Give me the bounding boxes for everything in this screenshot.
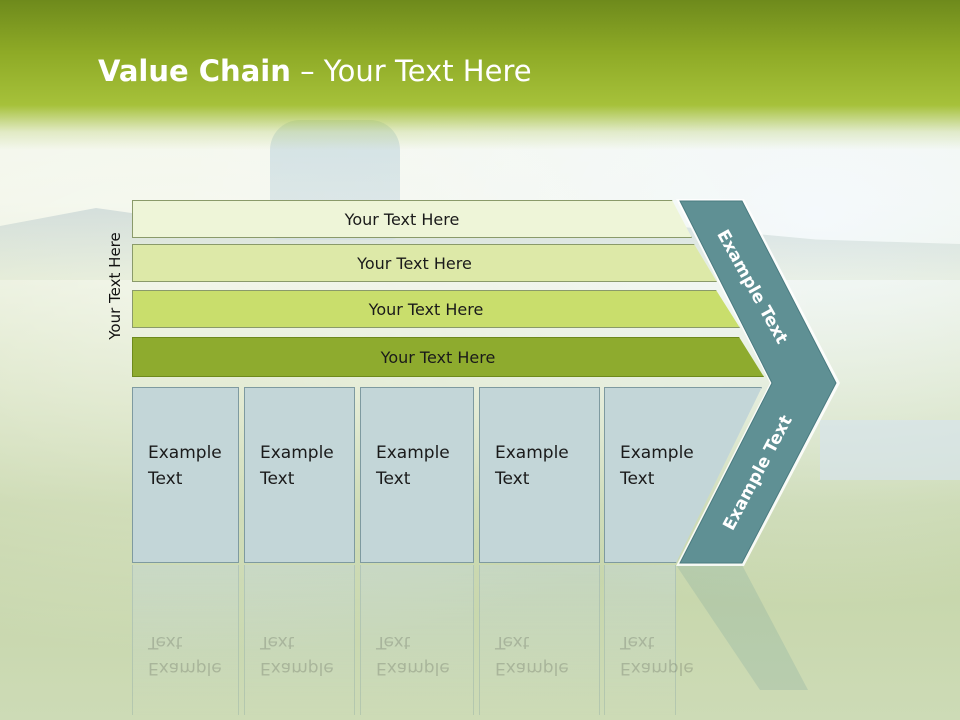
bar-3[interactable]: Your Text Here bbox=[132, 290, 740, 328]
box-2-line2: Text bbox=[260, 469, 295, 489]
box-3[interactable]: Example Text bbox=[360, 387, 474, 563]
box-3-line2: Text bbox=[376, 469, 411, 489]
bar-1[interactable]: Your Text Here bbox=[132, 200, 692, 238]
box-5-line2: Text bbox=[620, 469, 655, 489]
background-water bbox=[820, 420, 960, 480]
chevron-reflection bbox=[676, 565, 808, 690]
box-4-line1: Example bbox=[495, 443, 569, 463]
bar-4[interactable]: Your Text Here bbox=[132, 337, 764, 377]
box-2-line1: Example bbox=[260, 443, 334, 463]
box-1-line1: Example bbox=[148, 443, 222, 463]
title-rest: – Your Text Here bbox=[290, 54, 532, 88]
header-band bbox=[0, 0, 960, 150]
bar-2[interactable]: Your Text Here bbox=[132, 244, 717, 282]
box-4[interactable]: Example Text bbox=[479, 387, 600, 563]
slide-title[interactable]: Value Chain – Your Text Here bbox=[98, 54, 532, 88]
bar-4-label: Your Text Here bbox=[380, 347, 496, 367]
bar-2-label: Your Text Here bbox=[357, 253, 472, 273]
title-bold: Value Chain bbox=[98, 54, 291, 88]
box-5-line1: Example bbox=[620, 443, 694, 463]
box-4-line2: Text bbox=[495, 469, 530, 489]
bar-1-label: Your Text Here bbox=[344, 209, 460, 229]
box-1[interactable]: Example Text bbox=[132, 387, 239, 563]
bar-3-label: Your Text Here bbox=[368, 299, 484, 319]
box-1-line2: Text bbox=[148, 469, 183, 489]
chevron-shape[interactable] bbox=[679, 200, 837, 564]
box-2[interactable]: Example Text bbox=[244, 387, 355, 563]
box-3-line1: Example bbox=[376, 443, 450, 463]
